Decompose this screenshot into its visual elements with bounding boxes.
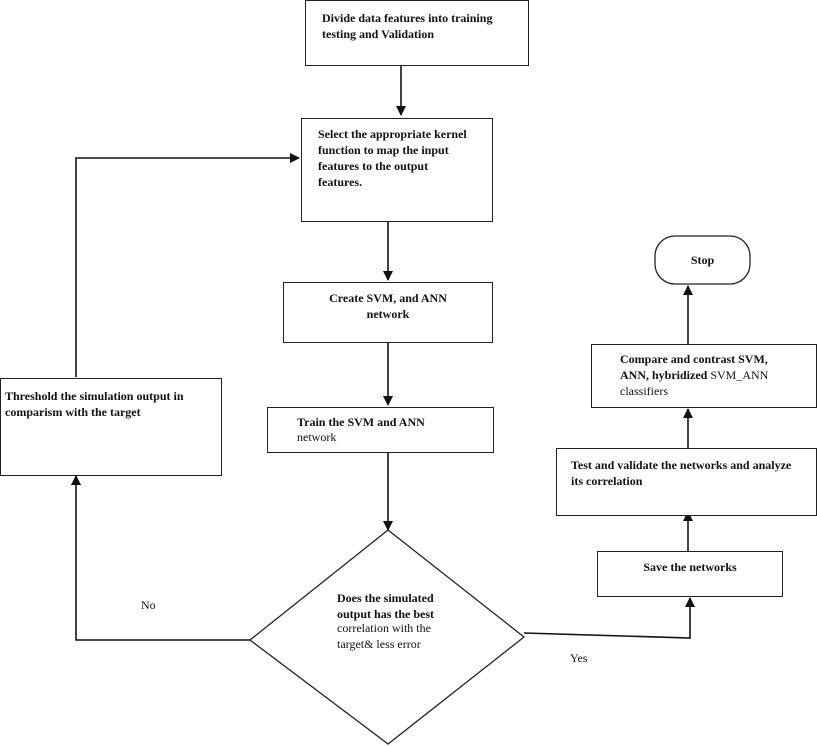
decision-text-title: Does the simulated output has the best: [337, 591, 435, 621]
node-train-networks-title: Train the SVM and ANN: [297, 415, 425, 429]
stop-label: Stop: [690, 253, 715, 267]
compare-text-model: SVM_ANN: [707, 368, 769, 382]
node-threshold-output-text: Threshold the simulation output in compa…: [5, 389, 184, 419]
node-save-networks-text: Save the networks: [643, 560, 737, 574]
decision-text-rest: correlation with the target& less error: [337, 621, 431, 651]
node-train-networks-rest: network: [297, 430, 337, 444]
node-save-networks: [597, 551, 783, 597]
compare-text-classifiers: classifiers: [620, 384, 668, 398]
compare-text-bold: Compare and contrast SVM, ANN, hybridize…: [620, 352, 768, 382]
node-train-networks: [267, 407, 494, 453]
node-test-validate-text: Test and validate the networks and analy…: [571, 458, 792, 488]
node-divide-data-text: Divide data features into training testi…: [322, 11, 493, 41]
decision-diamond: [248, 529, 526, 745]
node-create-networks: [283, 282, 493, 343]
node-threshold-output: [0, 378, 222, 476]
node-select-kernel-text: Select the appropriate kernel function t…: [318, 127, 467, 189]
stop-terminal: [654, 235, 751, 285]
arrow-threshold-to-kernel: [75, 153, 300, 377]
arrow-decision-no-branch: [71, 475, 250, 641]
node-create-networks-text: Create SVM, and ANN network: [329, 291, 447, 321]
node-compare-classifiers: [591, 344, 817, 408]
edge-label-yes: Yes: [570, 651, 588, 665]
arrow-decision-yes-branch: [523, 597, 695, 639]
edge-label-no: No: [141, 598, 156, 612]
node-compare-classifiers-text: Compare and contrast SVM, ANN, hybridize…: [620, 351, 768, 399]
node-divide-data: [305, 0, 529, 66]
node-select-kernel: [301, 118, 493, 222]
